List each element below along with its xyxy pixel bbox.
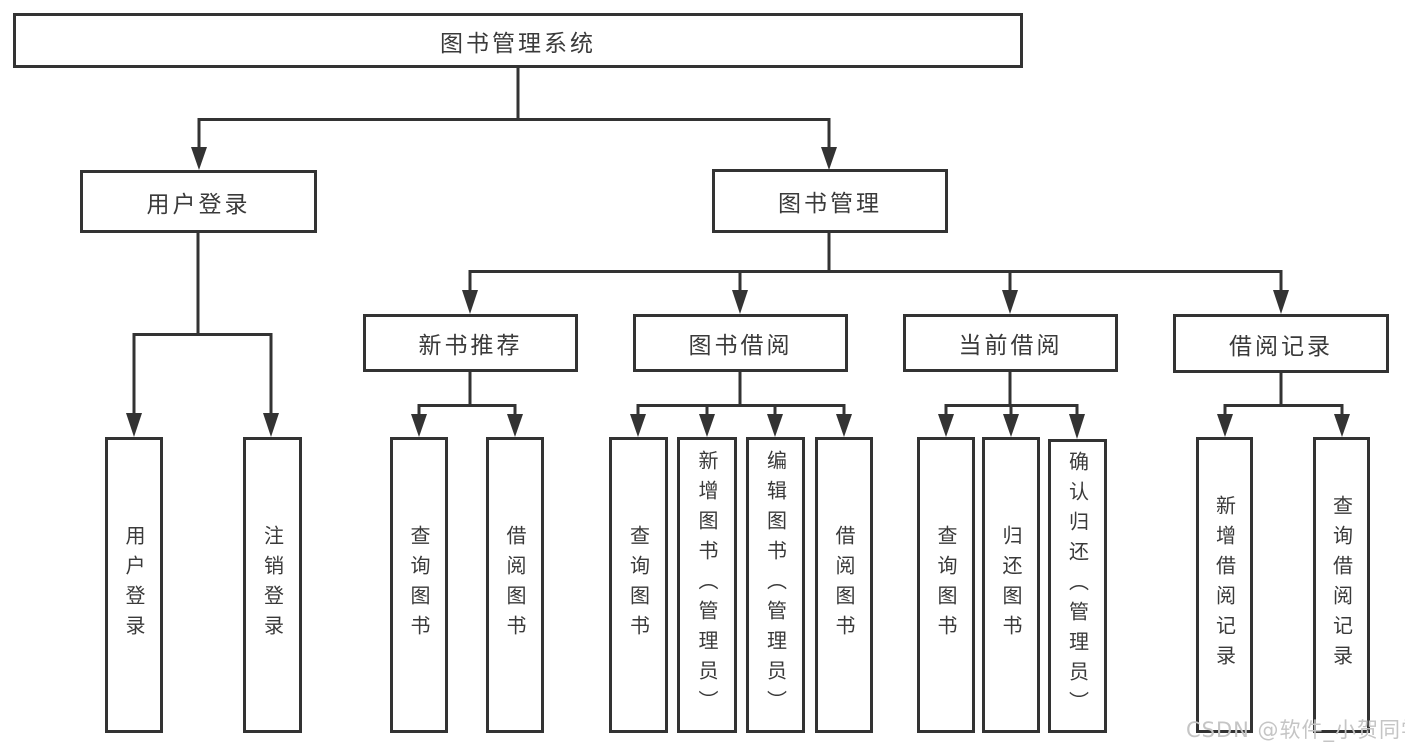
connector-arrowhead xyxy=(263,413,279,437)
node-label: 借阅图书 xyxy=(503,525,527,645)
connector-arrowhead xyxy=(191,147,207,170)
connector-arrowhead xyxy=(1273,290,1289,314)
node-leaf-add-borrow-record: 新增借阅记录 xyxy=(1196,437,1253,733)
node-leaf-add-books-admin: 新增图书（管理员） xyxy=(677,437,737,733)
node-label: 借阅图书 xyxy=(832,525,856,645)
connector-arrowhead xyxy=(699,414,715,437)
connector-book-borrow-children xyxy=(630,372,852,437)
node-leaf-confirm-return-admin: 确认归还（管理员） xyxy=(1048,439,1107,733)
node-label: 编辑图书（管理员） xyxy=(763,450,788,720)
node-label: 归还图书 xyxy=(999,525,1023,645)
node-label: 用户登录 xyxy=(122,525,146,645)
csdn-watermark: CSDN @软件_小贺同学 xyxy=(1186,718,1405,742)
node-new-book-recommend: 新书推荐 xyxy=(363,314,578,372)
node-label: 新增图书（管理员） xyxy=(695,450,719,720)
connector-arrowhead xyxy=(630,414,646,437)
connector-root-to-level2 xyxy=(191,67,837,170)
node-label: 当前借阅 xyxy=(958,333,1063,359)
node-leaf-query-books-borrow: 查询图书 xyxy=(609,437,668,733)
connector-arrowhead xyxy=(462,290,478,314)
connector-arrowhead xyxy=(821,147,837,170)
node-book-management: 图书管理 xyxy=(712,169,948,233)
node-user-login: 用户登录 xyxy=(80,170,317,233)
node-label: 查询图书 xyxy=(407,525,431,645)
node-leaf-borrow-books: 借阅图书 xyxy=(815,437,873,733)
node-current-borrow: 当前借阅 xyxy=(903,314,1118,372)
connector-arrowhead xyxy=(507,414,523,437)
node-borrow-records: 借阅记录 xyxy=(1173,314,1389,373)
connector-arrowhead xyxy=(1217,414,1233,437)
node-leaf-logout: 注销登录 xyxy=(243,437,302,733)
node-label: 图书管理 xyxy=(778,191,882,217)
node-label: 图书借阅 xyxy=(688,333,793,359)
node-leaf-edit-books-admin: 编辑图书（管理员） xyxy=(746,437,805,733)
connector-user-login-children xyxy=(126,233,279,437)
node-label: 确认归还（管理员） xyxy=(1065,451,1090,721)
node-label: 图书管理系统 xyxy=(440,30,596,57)
connector-arrowhead xyxy=(1003,414,1019,437)
connector-arrowhead xyxy=(1002,290,1018,314)
node-label: 借阅记录 xyxy=(1229,333,1333,360)
connector-arrowhead xyxy=(938,414,954,437)
node-leaf-borrow-books-recommend: 借阅图书 xyxy=(486,437,544,733)
node-label: 用户登录 xyxy=(146,191,251,218)
connector-arrowhead xyxy=(767,414,783,437)
node-label: 新书推荐 xyxy=(418,333,523,359)
connector-arrowhead xyxy=(836,414,852,437)
node-label: 注销登录 xyxy=(260,525,285,645)
node-label: 查询图书 xyxy=(934,525,958,645)
node-root-library-system: 图书管理系统 xyxy=(13,13,1023,68)
connector-arrowhead xyxy=(411,414,427,437)
node-label: 查询借阅记录 xyxy=(1329,495,1354,675)
connector-current-borrow-children xyxy=(938,372,1085,439)
node-leaf-query-books-current: 查询图书 xyxy=(917,437,975,733)
node-leaf-return-books: 归还图书 xyxy=(982,437,1040,733)
node-leaf-query-borrow-record: 查询借阅记录 xyxy=(1313,437,1370,733)
connector-borrow-records-children xyxy=(1217,373,1350,437)
connector-book-management-children xyxy=(462,232,1289,314)
node-label: 新增借阅记录 xyxy=(1212,495,1237,675)
connector-arrowhead xyxy=(126,413,142,437)
node-label: 查询图书 xyxy=(626,525,651,645)
connector-arrowhead xyxy=(1334,414,1350,437)
connector-new-book-recommend-children xyxy=(411,372,523,437)
connector-arrowhead xyxy=(732,290,748,314)
node-leaf-user-login: 用户登录 xyxy=(105,437,163,733)
node-book-borrow: 图书借阅 xyxy=(633,314,848,372)
connector-arrowhead xyxy=(1069,414,1085,439)
node-leaf-query-books-recommend: 查询图书 xyxy=(390,437,448,733)
